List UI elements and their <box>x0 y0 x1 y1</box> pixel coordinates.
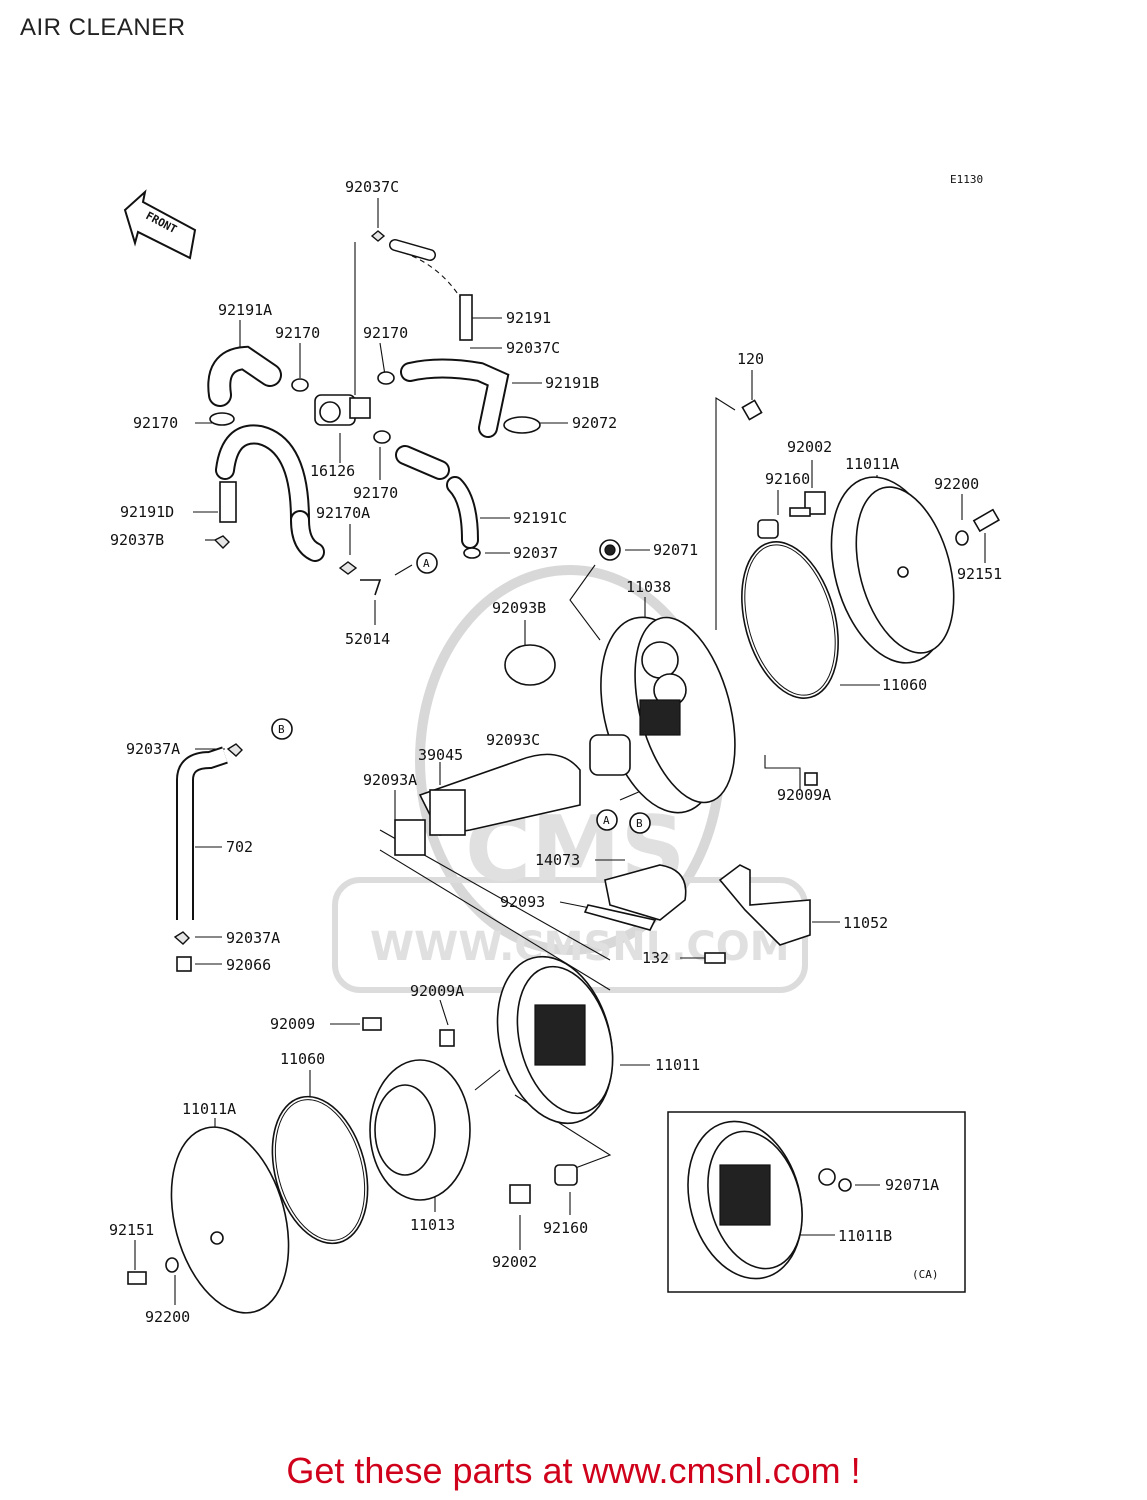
part-label: 92071A <box>885 1176 939 1194</box>
lower-housing <box>127 955 614 1314</box>
part-label: 92191C <box>513 509 567 527</box>
part-label: 92093B <box>492 599 546 617</box>
part-label: 92191B <box>545 374 599 392</box>
part-label: 120 <box>737 350 764 368</box>
part-label: 11011B <box>838 1227 892 1245</box>
page-title: AIR CLEANER <box>20 14 186 41</box>
part-label: 92037C <box>506 339 560 357</box>
part-label: 11060 <box>280 1050 325 1068</box>
part-label: 92009A <box>410 982 464 1000</box>
diagram-code: E1130 <box>950 173 983 186</box>
part-label: 92170 <box>275 324 320 342</box>
ca-inset: (CA) <box>667 1111 966 1293</box>
part-label: 132 <box>642 949 669 967</box>
part-label: 14073 <box>535 851 580 869</box>
part-label: 702 <box>226 838 253 856</box>
part-label: 92200 <box>145 1308 190 1326</box>
part-label: 92093A <box>363 771 417 789</box>
svg-text:A: A <box>423 557 430 570</box>
part-label: 16126 <box>310 462 355 480</box>
part-label: 92191 <box>506 309 551 327</box>
part-label: 11013 <box>410 1216 455 1234</box>
part-label: 92037C <box>345 178 399 196</box>
part-label: 92200 <box>934 475 979 493</box>
part-label: 92160 <box>543 1219 588 1237</box>
part-label: 92037A <box>126 740 180 758</box>
ref-marker-a-2: A <box>596 809 618 831</box>
parts-diagram: CMS WWW.CMSNL.COM E1130 FRONT <box>109 173 1002 1326</box>
part-label: 92037B <box>110 531 164 549</box>
part-label: 92170 <box>363 324 408 342</box>
part-label: 92072 <box>572 414 617 432</box>
part-label: 92093C <box>486 731 540 749</box>
ref-marker-b-1: B <box>271 718 293 740</box>
part-label: 92009A <box>777 786 831 804</box>
part-label: 92170 <box>133 414 178 432</box>
part-label: 92037 <box>513 544 558 562</box>
part-label: 92151 <box>957 565 1002 583</box>
watermark-url: WWW.CMSNL.COM <box>370 924 790 970</box>
part-label: 92071 <box>653 541 698 559</box>
ref-marker-b-2: B <box>629 812 651 834</box>
part-label: 11011A <box>845 455 899 473</box>
upper-housing <box>504 399 1000 814</box>
part-label: 92002 <box>787 438 832 456</box>
part-label: 11011 <box>655 1056 700 1074</box>
svg-text:A: A <box>603 814 610 827</box>
part-label: 11060 <box>882 676 927 694</box>
part-label: 92170 <box>353 484 398 502</box>
part-label: 92151 <box>109 1221 154 1239</box>
duct-assembly <box>394 753 811 964</box>
part-label: 92066 <box>226 956 271 974</box>
part-label: 11052 <box>843 914 888 932</box>
part-label: 92002 <box>492 1253 537 1271</box>
part-label: 92170A <box>316 504 370 522</box>
part-label: 92009 <box>270 1015 315 1033</box>
footer-cta-link[interactable]: Get these parts at www.cmsnl.com ! <box>286 1450 861 1491</box>
valve-16126 <box>314 394 371 426</box>
part-label: 92037A <box>226 929 280 947</box>
part-label: 92160 <box>765 470 810 488</box>
svg-text:B: B <box>636 817 643 830</box>
hose-assembly <box>207 230 541 596</box>
part-label: 92191A <box>218 301 272 319</box>
part-labels: 92037C 92191A 92170 92170 92191 92037C 9… <box>109 178 1002 1326</box>
hose-702 <box>173 743 243 972</box>
ref-marker-a-1: A <box>416 552 438 574</box>
part-label: 92191D <box>120 503 174 521</box>
part-label: 11038 <box>626 578 671 596</box>
front-arrow-icon: FRONT <box>123 189 197 260</box>
ca-label: (CA) <box>912 1268 939 1281</box>
part-label: 11011A <box>182 1100 236 1118</box>
svg-text:B: B <box>278 723 285 736</box>
part-label: 39045 <box>418 746 463 764</box>
part-label: 92093 <box>500 893 545 911</box>
part-label: 52014 <box>345 630 390 648</box>
